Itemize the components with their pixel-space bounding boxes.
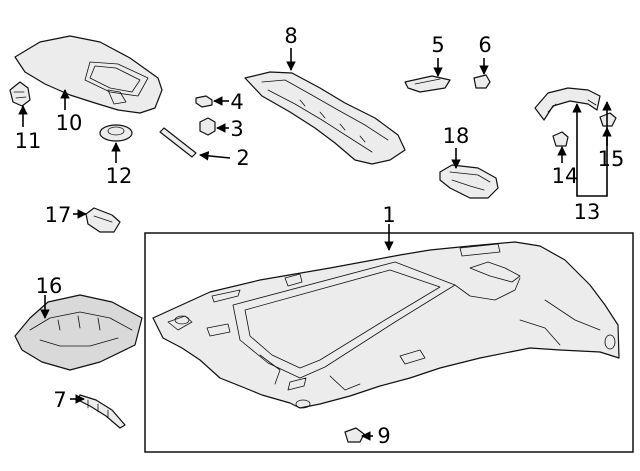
callout-5: 5 [431, 33, 444, 57]
callout-13: 13 [574, 200, 601, 224]
switch-part[interactable] [85, 207, 121, 233]
callout-8: 8 [284, 24, 297, 48]
small-clip-part[interactable] [344, 427, 365, 443]
callout-11: 11 [15, 129, 42, 153]
rod-part[interactable] [159, 127, 197, 158]
callout-7: 7 [53, 388, 66, 412]
bracket-part[interactable] [404, 75, 451, 93]
callout-9: 9 [377, 424, 390, 448]
roof-side-rail-trim-part[interactable] [244, 71, 406, 165]
sun-visor-part[interactable] [14, 35, 163, 114]
callout-1: 1 [382, 203, 395, 227]
callout-4: 4 [230, 90, 243, 114]
grip-cap-right-part[interactable] [599, 112, 617, 127]
cap-part[interactable] [473, 74, 491, 89]
callout-18: 18 [443, 124, 470, 148]
leader-lines [18, 48, 612, 441]
nut-part[interactable] [199, 117, 216, 136]
overhead-console-part[interactable] [14, 294, 143, 371]
visor-hinge-part[interactable] [9, 81, 31, 107]
assist-grip-part[interactable] [534, 87, 601, 121]
map-lamp-part[interactable] [439, 164, 499, 199]
callout-10: 10 [56, 111, 83, 135]
callout-12: 12 [106, 164, 133, 188]
trim-strip-part[interactable] [77, 394, 126, 429]
callout-6: 6 [478, 33, 491, 57]
callout-14: 14 [552, 164, 579, 188]
callout-labels: 1 2 3 4 5 6 7 8 9 10 11 12 13 14 15 16 1… [15, 24, 625, 448]
headliner-part[interactable] [152, 241, 620, 409]
callout-2: 2 [236, 146, 249, 170]
callout-16: 16 [36, 274, 63, 298]
callout-15: 15 [598, 147, 625, 171]
callout-3: 3 [230, 117, 243, 141]
visor-holder-part[interactable] [99, 124, 133, 142]
grip-cap-left-part[interactable] [552, 131, 569, 147]
callout-17: 17 [45, 203, 72, 227]
clip-part[interactable] [195, 95, 213, 108]
